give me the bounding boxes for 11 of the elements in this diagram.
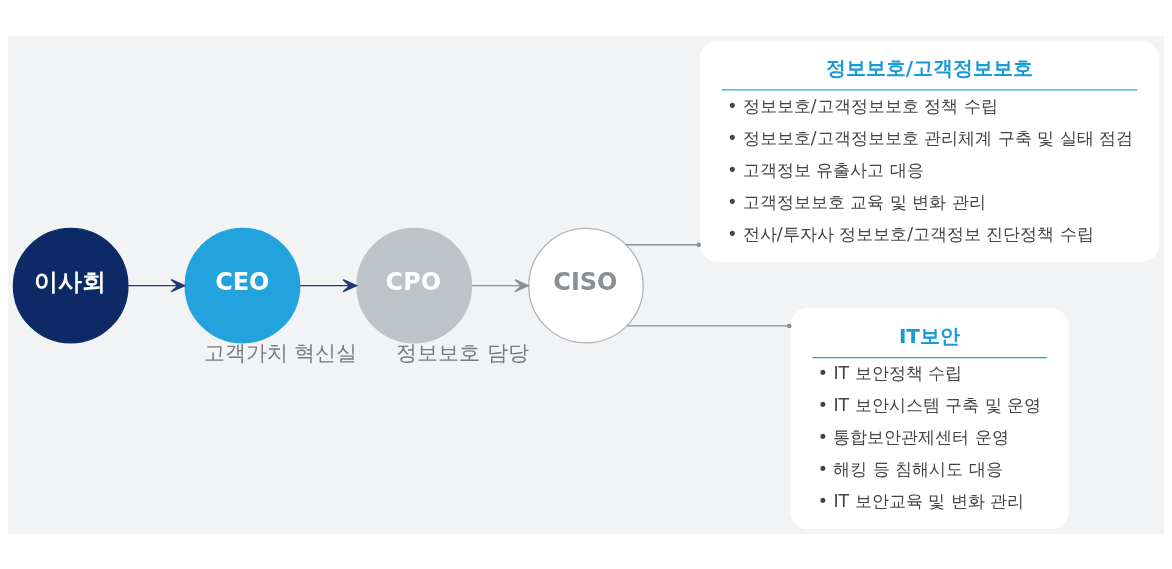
node-circle: CEO — [184, 227, 301, 344]
node-circle: 이사회 — [12, 227, 129, 344]
node-box: IT보안 • IT 보안정책 수립 • IT 보안시스템 구축 및 운영 • 통합보안관제센터 운영 • 해킹 등 침해시도 대응 • IT 보안교육 및 변화 관리 — [790, 307, 1069, 529]
connector — [625, 241, 701, 247]
node-box: 정보보호/고객정보보호 • 정보보호/고객정보보호 정책 수립 • 정보보호/고객정보보호 관리체계 구축 및 실태 점검 • 고객정보 유출사고 대응 • 고객정보보호 교육 및 변화 관리 • 전사/투자사 정보보호/고객정보 진단정책 수립 — [699, 40, 1160, 262]
arrow — [127, 278, 186, 292]
connector — [626, 323, 792, 328]
arrow — [299, 278, 358, 292]
node-circle: CISO — [528, 227, 644, 344]
arrow — [471, 278, 529, 292]
node-circle: CPO — [356, 227, 473, 344]
